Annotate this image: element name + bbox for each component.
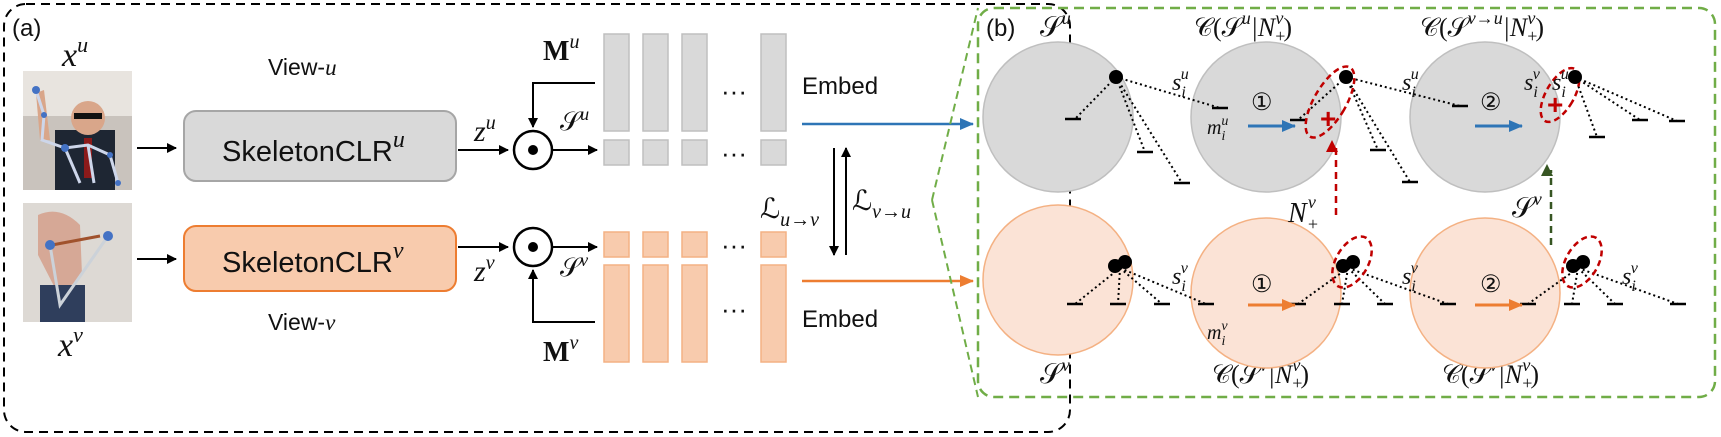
- encoder-v-box: [183, 225, 457, 292]
- view-v-image: [23, 203, 132, 322]
- s-i-top-left: siu: [1172, 66, 1189, 101]
- view-v-label: View-v: [268, 309, 336, 335]
- encoder-v-label: SkeletonCLRv: [222, 238, 404, 279]
- step1-top-label: ①: [1251, 89, 1273, 116]
- b-top-left-label: 𝒮u: [1040, 8, 1071, 43]
- dots-u-top: ···: [721, 76, 747, 106]
- embed-top-label: Embed: [802, 73, 878, 100]
- embed-bottom-label: Embed: [802, 306, 878, 333]
- x-v-label: xv: [57, 322, 83, 364]
- s-i-bot-left: siv: [1172, 260, 1189, 295]
- x-u-label: xu: [61, 32, 88, 74]
- step2-top-label: ②: [1480, 89, 1502, 116]
- z-v-label: zv: [473, 252, 495, 288]
- encoder-u-box: [183, 110, 457, 182]
- view-v-motion-arrow: [51, 234, 101, 247]
- z-u-label: zu: [473, 112, 496, 148]
- feature-columns-v: [603, 231, 787, 363]
- circle-bot-right: [1409, 217, 1561, 369]
- b-top-mid-label: 𝒞(𝒮u|N+v): [1194, 8, 1292, 46]
- circle-top-right: [1409, 41, 1561, 193]
- anchor-top-left: [1109, 70, 1123, 84]
- b-bot-mid-label: 𝒞(𝒮v|N+v): [1212, 355, 1309, 393]
- feature-columns-u: [603, 33, 787, 166]
- dots-v-top: ···: [721, 230, 747, 260]
- panel-a-label: (a): [12, 15, 41, 42]
- step1-bot-label: ①: [1251, 271, 1273, 298]
- s-u-label: 𝒮u: [560, 104, 589, 136]
- dots-u-bottom: ···: [721, 138, 747, 168]
- dots-v-bottom: ···: [721, 294, 747, 324]
- links-top-right: +: [1539, 66, 1685, 139]
- links-top-mid-positive-mark: +: [1320, 103, 1336, 134]
- s-v-label: 𝒮v: [560, 250, 588, 282]
- view-v-joint-2: [103, 231, 113, 241]
- circle-bot-mid: [1190, 217, 1342, 369]
- loss-u-to-v: ℒu→v: [760, 194, 819, 231]
- view-v-joint-1: [45, 240, 55, 250]
- b-top-right-label: 𝒞(𝒮v→u|N+v): [1420, 8, 1544, 46]
- links-top-mid: +: [1290, 65, 1468, 184]
- s-i-top-right-u: siu: [1552, 66, 1569, 101]
- neg-ticks-top-left: [1065, 106, 1228, 185]
- view-u-joints: [32, 86, 121, 186]
- links-bot-left: [1067, 255, 1214, 306]
- hadamard-op-v: [512, 226, 554, 268]
- mask-v-label: Mv: [543, 332, 578, 368]
- mask-u-label: Mu: [543, 31, 579, 67]
- s-v-up-label: 𝒮v: [1512, 189, 1542, 224]
- b-bot-left-label: 𝒮v: [1040, 355, 1070, 390]
- zoom-line-bottom: [931, 199, 979, 398]
- arrow-mask-u: [528, 82, 595, 128]
- view-u-label: View-u: [268, 54, 337, 80]
- s-i-bot-right: siv: [1622, 260, 1639, 295]
- s-i-bot-mid: siv: [1402, 260, 1419, 295]
- circle-top-left: [982, 41, 1134, 193]
- panel-b-label: (b): [986, 15, 1015, 42]
- hadamard-op-u: [512, 129, 554, 171]
- s-i-top-right-v: siv: [1524, 66, 1541, 101]
- links-top-left: [1074, 76, 1221, 184]
- panel-b-frame: [976, 6, 1717, 399]
- view-v-skeleton: [48, 235, 110, 309]
- encoder-u-label: SkeletonCLRu: [222, 127, 405, 168]
- loss-v-to-u: ℒv→u: [852, 186, 911, 223]
- circle-bot-left: [982, 204, 1134, 356]
- arrow-mask-v: [528, 269, 595, 323]
- circle-top-mid: [1190, 41, 1342, 193]
- n-plus-label: N+v: [1287, 192, 1319, 234]
- s-i-top-mid-real: siu: [1402, 66, 1419, 101]
- zoom-line-top: [931, 7, 979, 201]
- step2-bot-label: ②: [1480, 271, 1502, 298]
- links-top-right-positive-mark: +: [1547, 89, 1563, 120]
- m-i-top-left: miu: [1207, 114, 1228, 144]
- m-i-bot-left: miv: [1207, 319, 1228, 349]
